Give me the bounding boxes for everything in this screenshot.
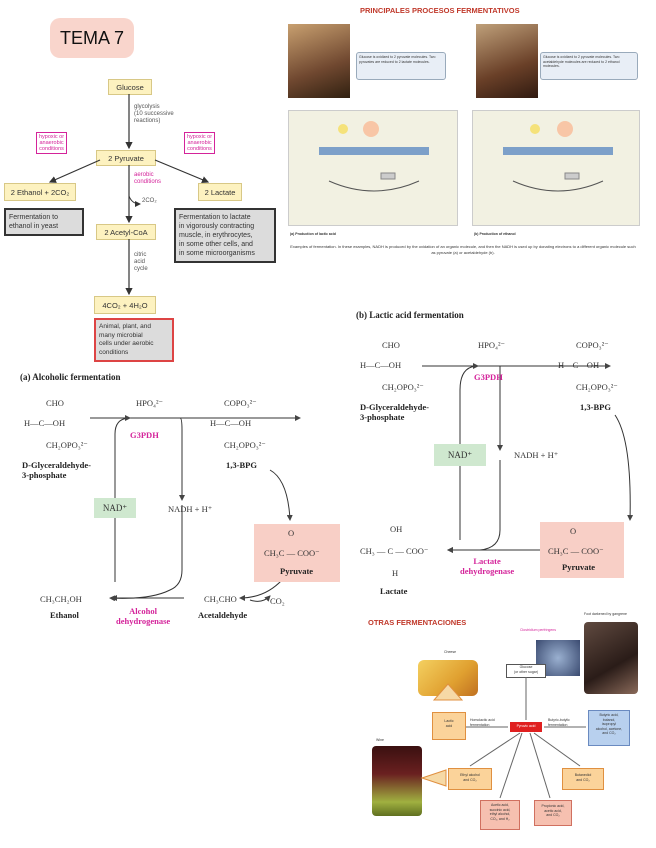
- a-acetaldehyde: Acetaldehyde: [198, 610, 248, 620]
- photo-gangrene: [584, 622, 638, 694]
- clostridium-label: Clostridium perfringens: [520, 628, 556, 632]
- pyruvic-box: Pyruvic acid: [510, 722, 542, 732]
- acetic-box: Acetic acid,succinic acid,ethyl alcohol,…: [480, 800, 520, 830]
- b-nad: NAD⁺: [434, 444, 486, 466]
- b-hcoh: H—C—OH: [360, 360, 402, 370]
- a-ethanol: Ethanol: [50, 610, 79, 620]
- a-acetaldehyde-struct: CH₃CHO: [204, 594, 237, 604]
- a-nad: NAD⁺: [94, 498, 136, 518]
- lactic-title: (b) Lactic acid fermentation: [356, 310, 464, 320]
- b-g3pdh: G3PDH: [474, 372, 503, 382]
- final-box: 4CO₂ + 4H₂O: [94, 296, 156, 314]
- a-hcoh: H—C—OH: [24, 418, 66, 428]
- a-nadh: NADH + H⁺: [168, 504, 213, 514]
- b-pyruvate-box: O CH₃C — COO⁻ Pyruvate: [540, 522, 624, 578]
- a-hcoh2: H—C—OH: [210, 418, 252, 428]
- acetylcoa-box: 2 Acetyl-CoA: [96, 224, 156, 240]
- panel-lactic: [288, 110, 458, 226]
- label-b: (b) Production of ethanol: [474, 232, 516, 236]
- b-ch2opo3-2: CH₂OPO₃²⁻: [576, 382, 618, 392]
- b-lactate: Lactate: [380, 586, 408, 596]
- bubble-right: Glucose is oxidized to 2 pyruvate molecu…: [540, 52, 638, 80]
- b-bpg: 1,3-BPG: [580, 402, 611, 412]
- caption: Examples of fermentation. In these examp…: [290, 244, 636, 255]
- a-ethanol-struct: CH₃CH₂OH: [40, 594, 82, 604]
- label-a: (a) Production of lactic acid: [290, 232, 336, 236]
- lactate-box: 2 Lactate: [198, 183, 242, 201]
- b-lactate-struct: CH₃ — C — COO⁻: [360, 546, 429, 556]
- alcoholic-title: (a) Alcoholic fermentation: [20, 372, 121, 382]
- gangrene-label: Foot darkened by gangrene: [584, 612, 628, 616]
- a-g3p: D-Glyceraldehyde-3-phosphate: [22, 460, 91, 480]
- b-copo3: COPO₃²⁻: [576, 340, 609, 350]
- b-cho: CHO: [382, 340, 400, 350]
- b-ch2opo3: CH₂OPO₃²⁻: [382, 382, 424, 392]
- b-nadh: NADH + H⁺: [514, 450, 559, 460]
- photo-baker: [288, 24, 350, 98]
- a-ch2opo3-2: CH₂OPO₃²⁻: [224, 440, 266, 450]
- ethanol-box: 2 Ethanol + 2CO₂: [4, 183, 76, 201]
- a-bpg: 1,3-BPG: [226, 460, 257, 470]
- otras-title: OTRAS FERMENTACIONES: [368, 618, 467, 627]
- propionic-box: Propionic acid,acetic acid,and CO₂: [534, 800, 572, 826]
- a-ch2opo3: CH₂OPO₃²⁻: [46, 440, 88, 450]
- b-hcoh2: H—C—OH: [558, 360, 600, 370]
- pyruvate-box: 2 Pyruvate: [96, 150, 156, 166]
- panel-ethanol: [472, 110, 640, 226]
- a-g3pdh: G3PDH: [130, 430, 159, 440]
- glucose-box: Glucose: [108, 79, 152, 95]
- cheese-label: Cheese: [444, 650, 457, 654]
- a-pyruvate-box: O CH₃C — COO⁻ Pyruvate: [254, 524, 340, 582]
- bubble-left: Glucose is oxidized to 2 pyruvate molecu…: [356, 52, 446, 80]
- b-hpo4: HPO₄²⁻: [478, 340, 506, 350]
- procesos-title: PRINCIPALES PROCESOS FERMENTATIVOS: [360, 6, 520, 15]
- tema-badge: TEMA 7: [50, 18, 134, 58]
- photo-winemaker: [476, 24, 538, 98]
- a-hpo4: HPO₄²⁻: [136, 398, 164, 408]
- a-co2: CO₂: [270, 596, 285, 606]
- a-cho: CHO: [46, 398, 64, 408]
- photo-wine: [372, 746, 422, 816]
- a-copo3: COPO₃²⁻: [224, 398, 257, 408]
- wine-label: Wine: [376, 738, 384, 742]
- b-g3p: D-Glyceraldehyde-3-phosphate: [360, 402, 429, 422]
- co2-label: 2CO₂: [142, 198, 157, 204]
